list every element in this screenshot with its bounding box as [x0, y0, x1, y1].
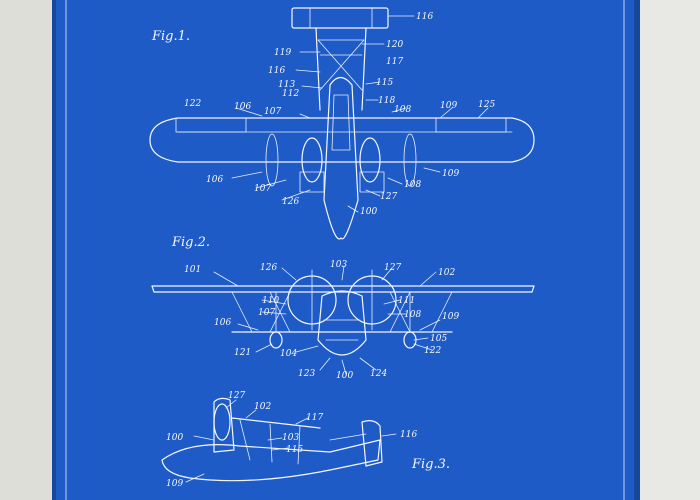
callout: 113 [278, 80, 295, 90]
callout: 122 [184, 99, 201, 109]
callout: 116 [400, 430, 417, 440]
callout: 115 [286, 445, 303, 455]
callout: 112 [282, 89, 299, 99]
callout: 109 [440, 101, 457, 111]
callout: 121 [234, 348, 251, 358]
callout: 102 [438, 268, 455, 278]
callout: 120 [386, 40, 403, 50]
callout: 109 [166, 479, 183, 489]
callout: 107 [254, 184, 271, 194]
figure-label-2: Fig.2. [171, 235, 210, 250]
callout: 116 [416, 12, 433, 22]
callout: 103 [282, 433, 299, 443]
fig1-top-view [149, 7, 535, 240]
callout: 109 [442, 169, 459, 179]
callout: 106 [214, 318, 231, 328]
callout: 127 [384, 263, 401, 273]
figure-label-3: Fig.3. [411, 457, 450, 472]
callout: 127 [380, 192, 397, 202]
callout: 107 [264, 107, 281, 117]
callout: 109 [442, 312, 459, 322]
figure-label-1: Fig.1. [151, 29, 190, 44]
callout: 127 [228, 391, 245, 401]
callout: 122 [424, 346, 441, 356]
callout: 108 [394, 105, 411, 115]
canvas-face [56, 0, 634, 500]
callout: 104 [280, 349, 297, 359]
callout: 108 [404, 180, 421, 190]
callout: 123 [298, 369, 315, 379]
callout: 117 [386, 57, 403, 67]
callout: 111 [398, 296, 415, 306]
callout: 117 [306, 413, 323, 423]
wall-shadow-left [0, 0, 60, 500]
callout: 116 [268, 66, 285, 76]
callout: 106 [234, 102, 251, 112]
callout: 115 [376, 78, 393, 88]
fig3-side-view [161, 397, 397, 483]
callout: 100 [166, 433, 183, 443]
fig2-front-view [151, 265, 535, 375]
callout: 126 [260, 263, 277, 273]
callout: 106 [206, 175, 223, 185]
callout: 118 [378, 96, 395, 106]
callout: 110 [262, 296, 279, 306]
callout: 101 [184, 265, 201, 275]
callout: 119 [274, 48, 291, 58]
callout: 102 [254, 402, 271, 412]
callout-labels: 116 120 119 117 116 113 112 115 118 122 … [166, 12, 495, 489]
callout: 108 [404, 310, 421, 320]
callout: 105 [430, 334, 447, 344]
callout: 125 [478, 100, 495, 110]
callout: 103 [330, 260, 347, 270]
callout: 107 [258, 308, 275, 318]
callout: 100 [336, 371, 353, 381]
callout: 100 [360, 207, 377, 217]
callout: 124 [370, 369, 387, 379]
callout: 126 [282, 197, 299, 207]
